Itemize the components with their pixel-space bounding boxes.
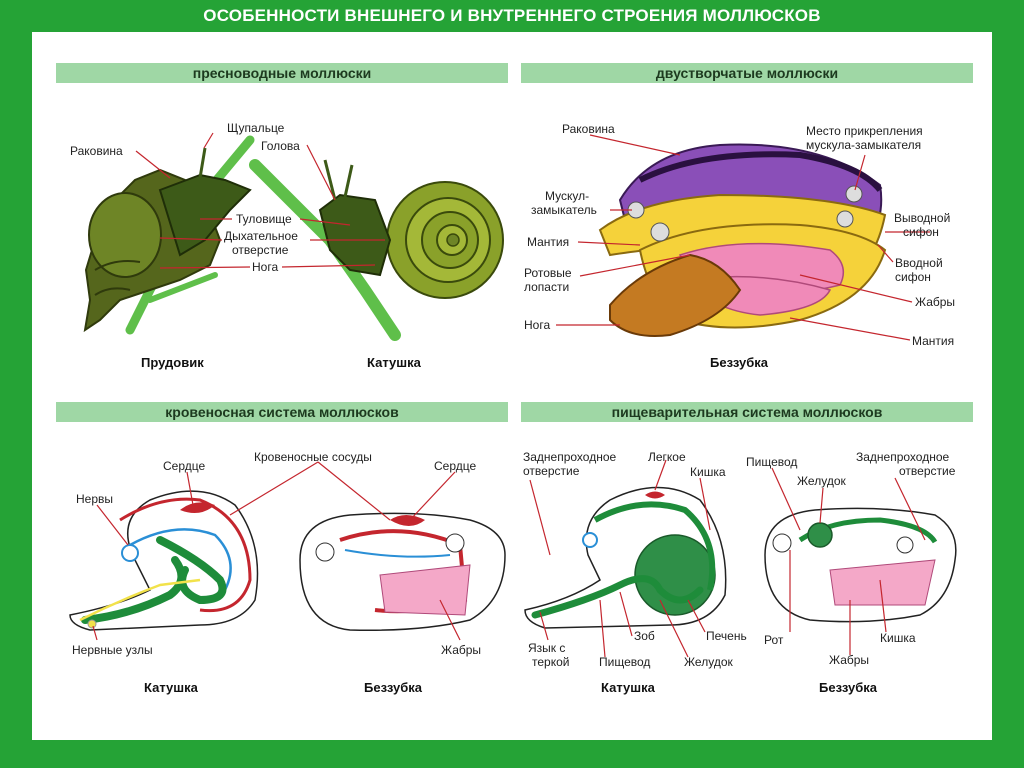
circulatory-ramshorn-diagram <box>69 490 259 631</box>
heading-digestive: пищеварительная система моллюсков <box>521 402 973 422</box>
label-exhalant-siphon-2: сифон <box>903 225 939 239</box>
circulatory-leaders <box>92 461 461 641</box>
label-foot: Нога <box>252 260 278 274</box>
label-tentacle: Щупальце <box>227 121 285 135</box>
label-blood-vessels: Кровеносные сосуды <box>254 450 372 464</box>
label-breathing-hole-2: отверстие <box>232 243 289 257</box>
heading-circulatory: кровеносная система моллюсков <box>56 402 508 422</box>
pond-snail-illustration <box>83 135 255 335</box>
caption-dig-ramshorn: Катушка <box>601 680 656 695</box>
label-muscle-attach-1: Место прикрепления <box>806 124 923 138</box>
label-liver: Печень <box>706 629 747 643</box>
label-heart-left: Сердце <box>163 459 205 473</box>
circulatory-bivalve-diagram <box>299 512 506 632</box>
label-inhalant-siphon-2: сифон <box>895 270 931 284</box>
label-anus-left-1: Заднепроходное <box>523 450 617 464</box>
caption-bivalve: Беззубка <box>710 355 769 370</box>
label-pond-shell: Раковина <box>70 144 123 158</box>
label-anus-left-2: отверстие <box>523 464 580 478</box>
label-closer-muscle-2: замыкатель <box>531 203 597 217</box>
bivalve-leaders <box>556 134 930 341</box>
caption-ramshorn: Катушка <box>367 355 422 370</box>
caption-dig-bivalve: Беззубка <box>819 680 878 695</box>
ramshorn-illustration <box>249 159 504 341</box>
bivalve-illustration <box>598 143 887 337</box>
heading-bivalve: двустворчатые моллюски <box>521 63 973 83</box>
label-tongue-2: теркой <box>532 655 569 669</box>
label-closer-muscle-1: Мускул- <box>545 189 589 203</box>
page-title: ОСОБЕННОСТИ ВНЕШНЕГО И ВНУТРЕННЕГО СТРОЕ… <box>203 6 821 25</box>
label-bivalve-shell: Раковина <box>562 122 615 136</box>
label-inhalant-siphon-1: Вводной <box>895 256 943 270</box>
label-heart-right: Сердце <box>434 459 476 473</box>
label-stomach-right: Желудок <box>797 474 846 488</box>
label-intestine-left: Кишка <box>690 465 726 479</box>
label-oral-lobes-1: Ротовые <box>524 266 572 280</box>
label-stomach-left: Желудок <box>684 655 733 669</box>
caption-circ-ramshorn: Катушка <box>144 680 199 695</box>
label-bivalve-gills: Жабры <box>915 295 955 309</box>
label-intestine-right: Кишка <box>880 631 916 645</box>
label-nerves: Нервы <box>76 492 113 506</box>
label-esophagus-right: Пищевод <box>746 455 797 469</box>
label-anus-right-1: Заднепроходное <box>856 450 950 464</box>
freshwater-leaders <box>135 132 385 269</box>
label-circ-gills: Жабры <box>441 643 481 657</box>
label-mantle-right: Мантия <box>912 334 954 348</box>
label-mouth: Рот <box>764 633 784 647</box>
label-muscle-attach-2: мускула-замыкателя <box>806 138 921 152</box>
label-breathing-hole-1: Дыхательное <box>224 229 298 243</box>
label-bivalve-foot: Нога <box>524 318 550 332</box>
label-oral-lobes-2: лопасти <box>524 280 569 294</box>
label-nerve-ganglia: Нервные узлы <box>72 643 153 657</box>
label-body: Туловище <box>236 212 292 226</box>
label-mantle-left: Мантия <box>527 235 569 249</box>
label-lung: Легкое <box>648 450 686 464</box>
heading-freshwater: пресноводные моллюски <box>56 63 508 83</box>
caption-pond-snail: Прудовик <box>141 355 204 370</box>
label-exhalant-siphon-1: Выводной <box>894 211 950 225</box>
label-head: Голова <box>261 139 300 153</box>
digestive-ramshorn-diagram <box>524 486 727 629</box>
digestive-bivalve-diagram <box>764 507 957 623</box>
label-digestive-gills: Жабры <box>829 653 869 667</box>
label-esophagus-left: Пищевод <box>599 655 650 669</box>
digestive-leaders <box>529 459 926 658</box>
caption-circ-bivalve: Беззубка <box>364 680 423 695</box>
label-tongue-1: Язык с <box>528 641 565 655</box>
label-crop: Зоб <box>634 629 655 643</box>
label-anus-right-2: отверстие <box>899 464 956 478</box>
